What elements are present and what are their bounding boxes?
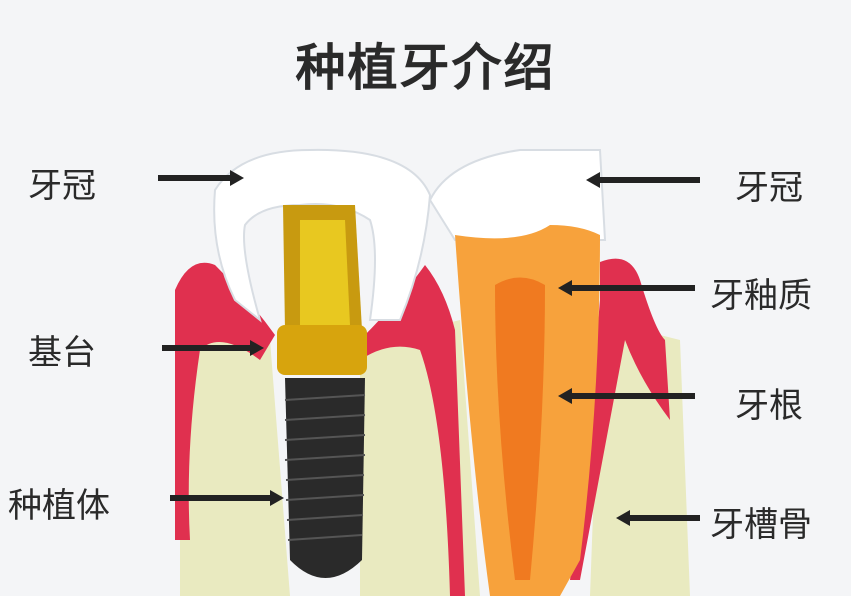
gum-right	[570, 258, 670, 580]
gum-left	[175, 262, 275, 540]
implant-threads	[284, 394, 366, 541]
pointer-arrows	[158, 170, 700, 526]
implant-crown	[213, 148, 432, 323]
label-alveolar-bone: 牙槽骨	[710, 505, 812, 545]
abutment-collar	[277, 325, 367, 375]
label-abutment: 基台	[28, 333, 96, 373]
label-implant-body: 种植体	[8, 486, 110, 526]
alveolar-bone	[180, 320, 690, 596]
natural-tooth-crown	[428, 149, 607, 241]
label-enamel: 牙釉质	[710, 276, 812, 316]
abutment-highlight	[300, 220, 350, 325]
label-natural-crown: 牙冠	[735, 168, 803, 208]
label-root: 牙根	[735, 386, 803, 426]
gum-middle	[360, 265, 465, 596]
label-implant-crown: 牙冠	[28, 166, 96, 206]
pulp	[495, 277, 545, 580]
page-title: 种植牙介绍	[295, 39, 556, 97]
